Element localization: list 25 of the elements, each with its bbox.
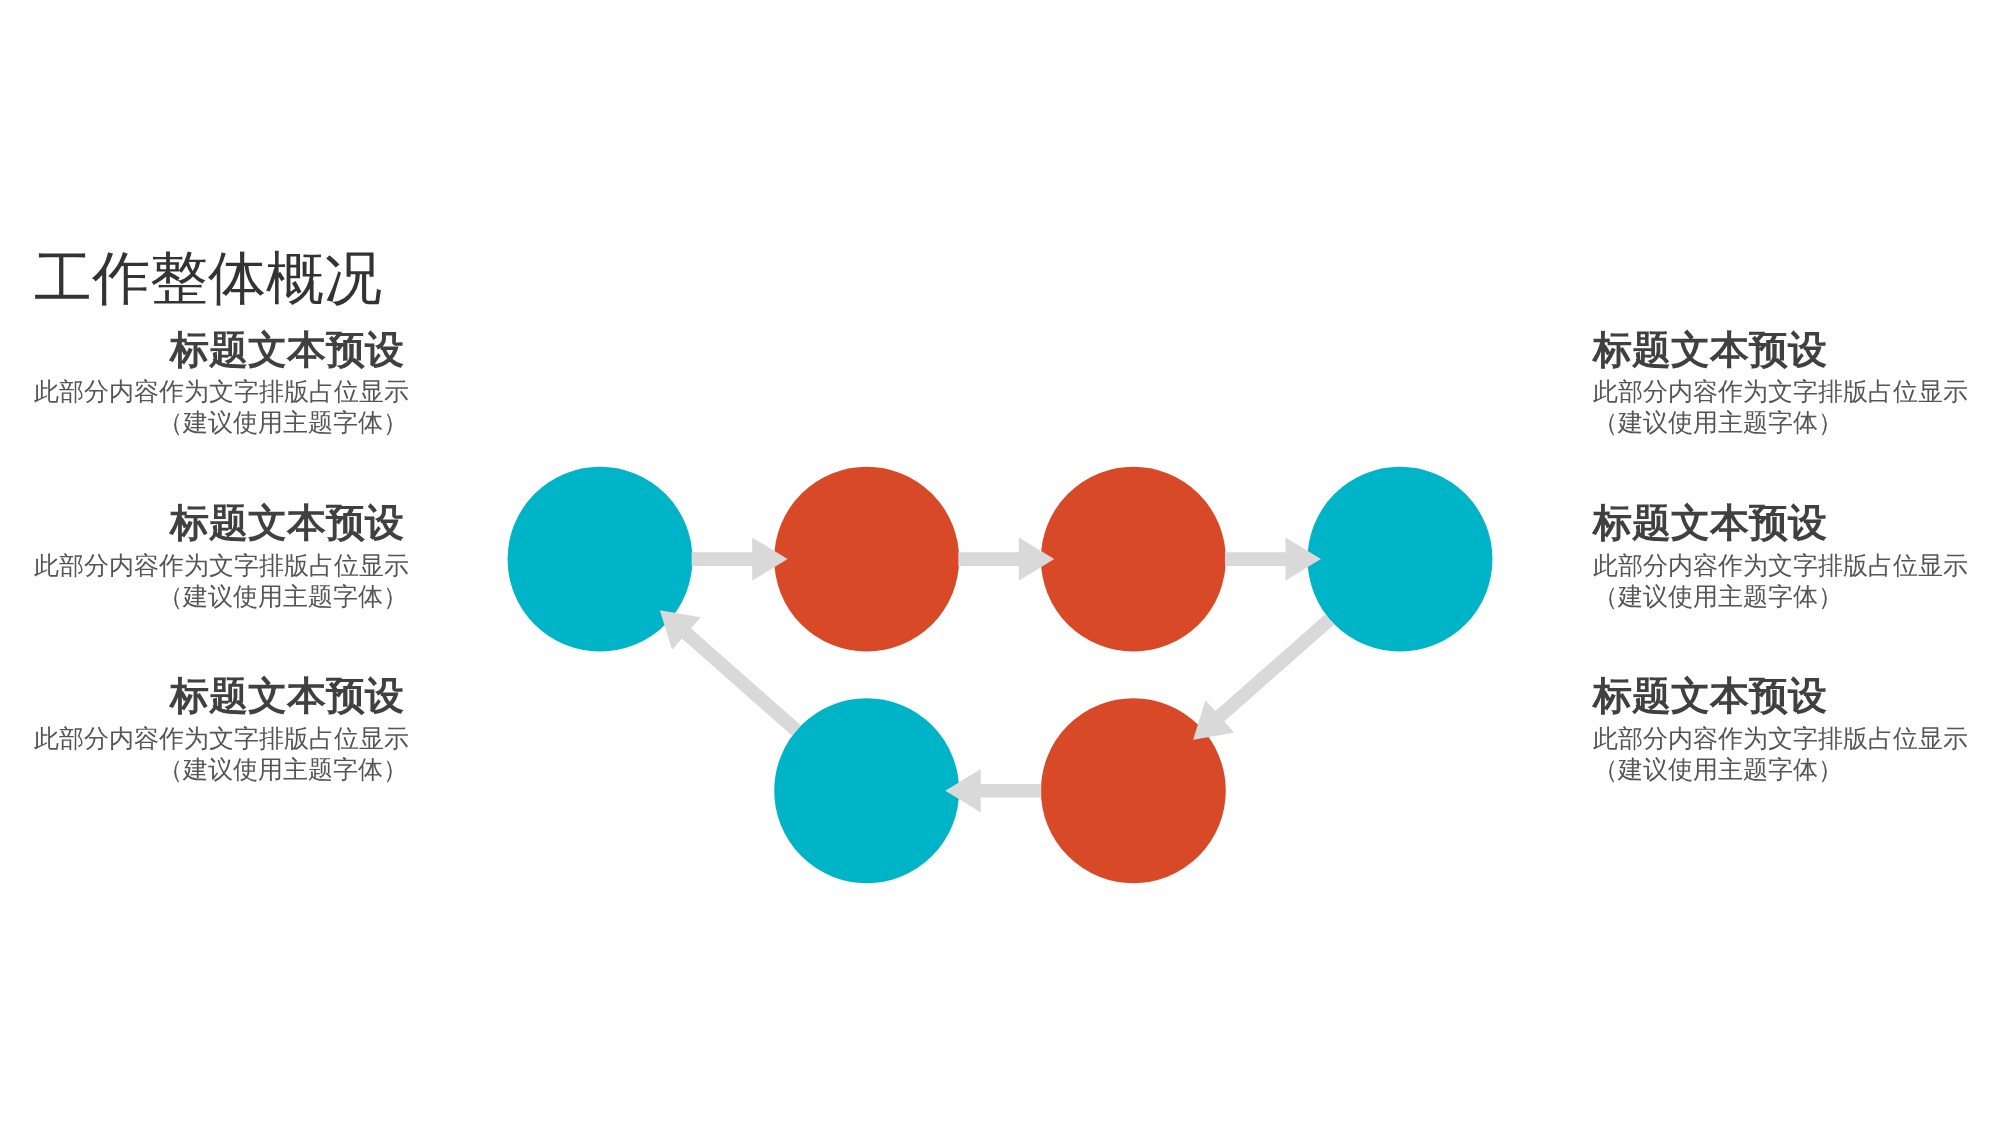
node-label: 标题文本预设 <box>169 499 404 545</box>
node-label: 此部分内容作为文字排版占位显示（建议使用主题字体） <box>33 550 409 611</box>
arrow <box>1193 614 1335 740</box>
node-label: 此部分内容作为文字排版占位显示（建议使用主题字体） <box>1592 550 1968 611</box>
node-circle <box>774 466 960 652</box>
node-circle <box>1307 466 1493 652</box>
diagram-title: 工作整体概况 <box>33 244 382 313</box>
node-label: 此部分内容作为文字排版占位显示（建议使用主题字体） <box>1592 723 1968 784</box>
node-label: 此部分内容作为文字排版占位显示（建议使用主题字体） <box>33 377 409 438</box>
arrow <box>659 610 801 736</box>
node-label: 此部分内容作为文字排版占位显示（建议使用主题字体） <box>1592 377 1968 438</box>
node-label: 标题文本预设 <box>1592 326 1827 372</box>
arrow <box>958 537 1055 581</box>
node-label: 标题文本预设 <box>1592 499 1827 545</box>
node-circle <box>507 466 693 652</box>
arrow <box>1224 537 1321 581</box>
node-label: 标题文本预设 <box>1592 672 1827 718</box>
node-label: 标题文本预设 <box>169 326 404 372</box>
node-label: 标题文本预设 <box>169 672 404 718</box>
arrow <box>945 769 1042 813</box>
node-circle <box>774 698 960 884</box>
node-circle <box>1040 466 1226 652</box>
node-circle <box>1040 698 1226 884</box>
arrow <box>691 537 788 581</box>
node-label: 此部分内容作为文字排版占位显示（建议使用主题字体） <box>33 723 409 784</box>
